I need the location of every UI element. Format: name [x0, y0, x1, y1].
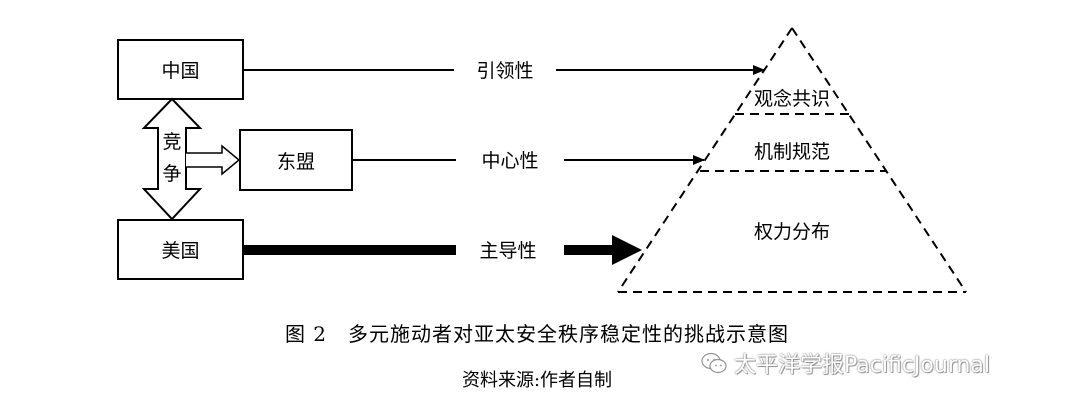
pyramid-bottom-label: 权力分布 — [754, 221, 830, 243]
leadership-label: 引领性 — [476, 60, 533, 82]
usa-label: 美国 — [161, 240, 199, 262]
asean-label: 东盟 — [277, 151, 315, 173]
leadership-arrow: 引领性 — [243, 60, 765, 82]
competition-double-arrow: 竞 争 — [141, 97, 203, 221]
competition-char-2: 争 — [162, 163, 181, 185]
pyramid-middle-label: 机制规范 — [754, 141, 830, 163]
order-diagram: 中国 美国 东盟 竞 争 引领性 中心性 主导性 — [117, 27, 967, 293]
centrality-arrow: 中心性 — [352, 150, 705, 172]
centrality-label: 中心性 — [481, 150, 538, 172]
china-node: 中国 — [117, 39, 244, 100]
order-pyramid — [617, 27, 967, 293]
pyramid-top-label: 观念共识 — [754, 87, 830, 110]
asean-node: 东盟 — [239, 129, 353, 191]
dominance-label: 主导性 — [479, 240, 536, 262]
dominance-arrow: 主导性 — [244, 235, 642, 265]
source-note: 资料来源:作者自制 — [461, 370, 613, 391]
competition-char-1: 竞 — [162, 131, 181, 153]
figure-caption: 图 2 多元施动者对亚太安全秩序稳定性的挑战示意图 — [284, 322, 790, 346]
usa-node: 美国 — [117, 219, 244, 280]
watermark: 太平洋学报PacificJournal — [700, 347, 990, 379]
wechat-icon — [701, 352, 727, 374]
china-label: 中国 — [161, 60, 199, 82]
watermark-text: 太平洋学报PacificJournal — [734, 353, 991, 378]
hollow-arrow-to-asean — [186, 144, 241, 176]
